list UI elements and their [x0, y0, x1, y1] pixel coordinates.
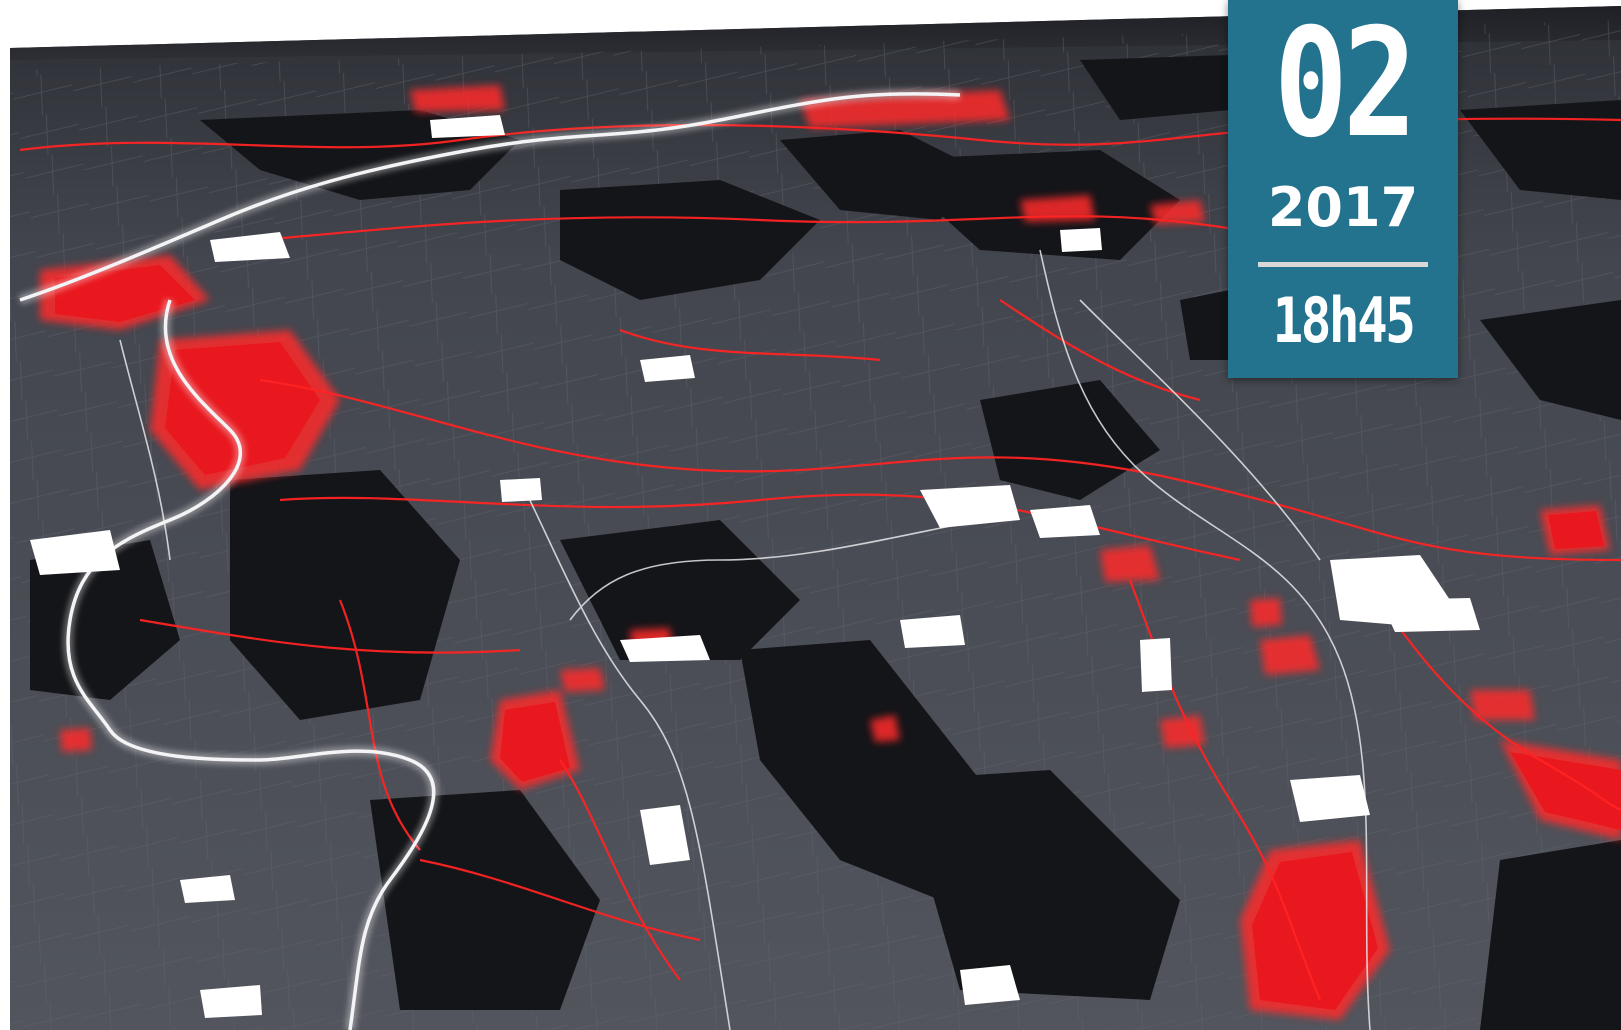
- main-river: [18, 88, 961, 1030]
- rail-lines: [119, 249, 1371, 1030]
- land-surface: [10, 6, 1621, 1030]
- time-label: 18h45: [1272, 284, 1416, 357]
- year-label: 2017: [1267, 176, 1419, 239]
- flood-zones: [40, 85, 1621, 1020]
- month-label: 02: [1273, 0, 1417, 171]
- urban-areas: [30, 115, 1480, 1018]
- date-time-badge: 02 2017 18h45: [1228, 0, 1458, 378]
- badge-divider: [1258, 262, 1428, 267]
